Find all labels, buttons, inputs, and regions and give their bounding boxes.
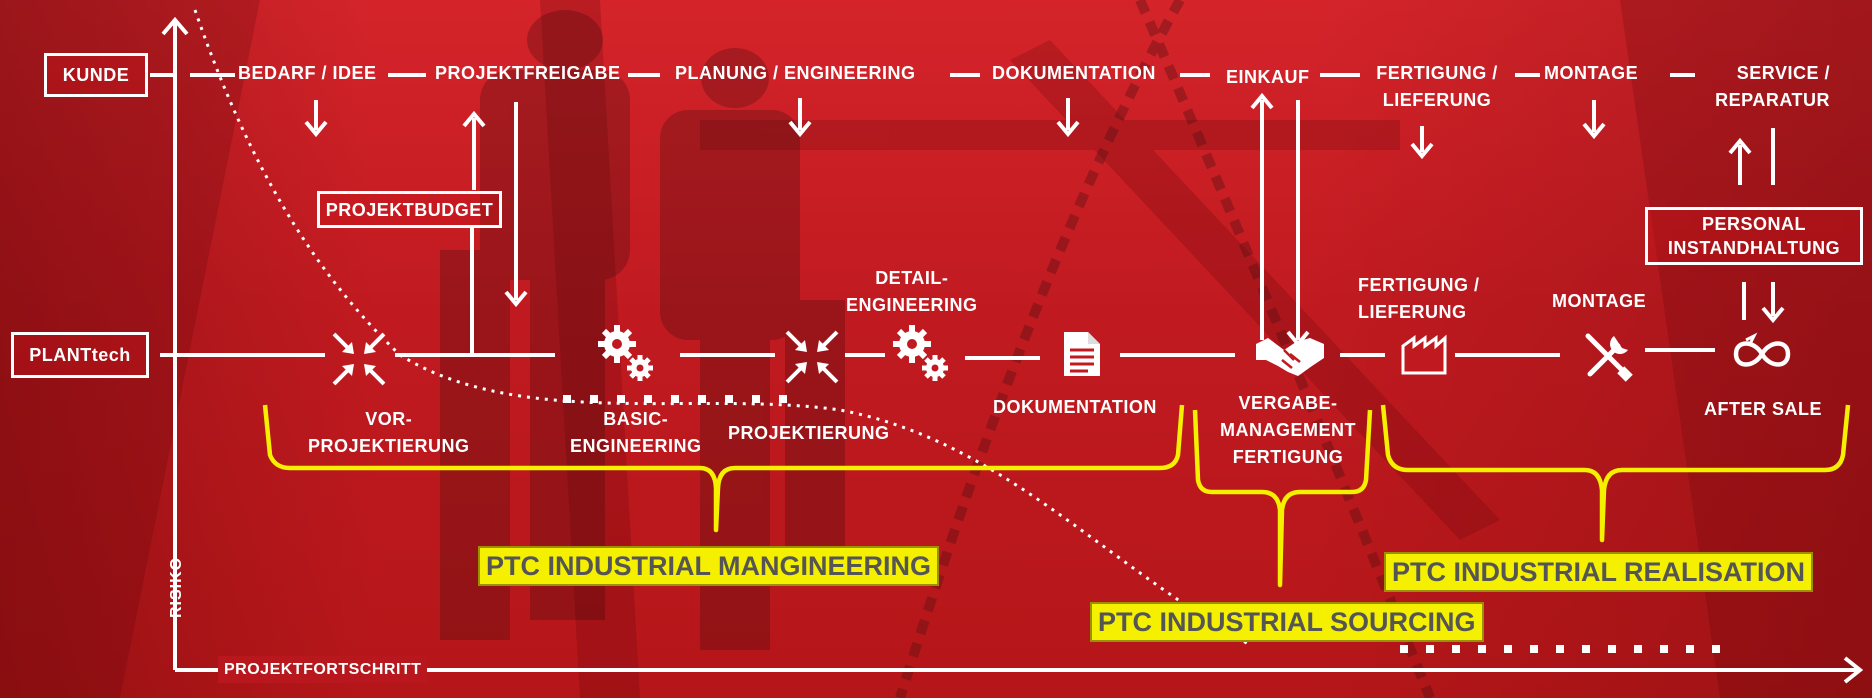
phase-vergabe-line3: FERTIGUNG: [1232, 447, 1344, 467]
step-fertigung-line2: LIEFERUNG: [1382, 90, 1492, 110]
gears-icon: [893, 325, 948, 381]
personal-instandhaltung-box: PERSONAL INSTANDHALTUNG: [1645, 207, 1863, 265]
phase-basic-engineering: BASIC- ENGINEERING: [570, 406, 702, 460]
phase-fertigung-lieferung: FERTIGUNG / LIEFERUNG: [1358, 272, 1480, 326]
bracket-realisation: [1380, 404, 1851, 543]
document-icon: [1064, 332, 1100, 376]
converge-icon: [332, 332, 386, 386]
tools-icon: [1585, 333, 1633, 382]
step-fertigung: FERTIGUNG / LIEFERUNG: [1362, 60, 1512, 114]
phase-vergabe-line1: VERGABE-: [1238, 393, 1338, 413]
phase-basic-line2: ENGINEERING: [570, 436, 702, 456]
personal-line2: INSTANDHALTUNG: [1667, 238, 1841, 258]
phase-detail-engineering: DETAIL- ENGINEERING: [846, 265, 978, 319]
group-realisation: PTC INDUSTRIAL REALISATION: [1384, 552, 1814, 592]
handshake-icon: [1256, 338, 1324, 376]
phase-detail-line1: DETAIL-: [875, 268, 949, 288]
step-bedarf: BEDARF / IDEE: [238, 63, 377, 83]
step-planung: PLANUNG / ENGINEERING: [675, 63, 916, 83]
kunde-box: KUNDE: [44, 53, 148, 97]
factory-icon: [1401, 334, 1447, 375]
phase-fertigung-line1: FERTIGUNG /: [1358, 275, 1480, 295]
step-projektfreigabe: PROJEKTFREIGABE: [435, 63, 621, 83]
converge-icon: [785, 330, 839, 384]
step-service-line1: SERVICE /: [1736, 63, 1830, 83]
phase-vergabe-management: VERGABE- MANAGEMENT FERTIGUNG: [1220, 390, 1356, 471]
phase-basic-line1: BASIC-: [603, 409, 669, 429]
step-einkauf: EINKAUF: [1226, 67, 1310, 87]
y-axis-label: RISIKO: [168, 556, 185, 618]
phase-vorprojektierung: VOR- PROJEKTIERUNG: [308, 406, 470, 460]
phase-projektierung: PROJEKTIERUNG: [728, 423, 890, 443]
phase-detail-line2: ENGINEERING: [846, 295, 978, 315]
group-sourcing: PTC INDUSTRIAL SOURCING: [1090, 602, 1484, 642]
phase-vorprojektierung-line1: VOR-: [365, 409, 413, 429]
phase-montage: MONTAGE: [1552, 291, 1647, 311]
step-fertigung-line1: FERTIGUNG /: [1376, 63, 1498, 83]
personal-line1: PERSONAL: [1701, 214, 1806, 234]
phase-fertigung-line2: LIEFERUNG: [1358, 302, 1467, 322]
phase-vergabe-line2: MANAGEMENT: [1220, 420, 1356, 440]
bracket-mangineering: [262, 404, 1185, 533]
planttech-box: PLANTtech: [11, 332, 149, 378]
gears-icon: [598, 325, 653, 381]
bracket-sourcing: [1192, 409, 1373, 588]
x-axis-label: PROJEKTFORTSCHRITT: [218, 656, 428, 683]
group-mangineering: PTC INDUSTRIAL MANGINEERING: [478, 546, 940, 586]
phase-after-sale: AFTER SALE: [1704, 399, 1823, 419]
infinity-icon: [1733, 332, 1791, 367]
phase-vorprojektierung-line2: PROJEKTIERUNG: [308, 436, 470, 456]
step-service: SERVICE / REPARATUR: [1700, 60, 1830, 114]
phase-dokumentation: DOKUMENTATION: [993, 397, 1157, 417]
step-service-line2: REPARATUR: [1715, 90, 1830, 110]
step-dokumentation: DOKUMENTATION: [992, 63, 1156, 83]
projektbudget-box: PROJEKTBUDGET: [317, 191, 502, 228]
step-montage: MONTAGE: [1544, 63, 1639, 83]
